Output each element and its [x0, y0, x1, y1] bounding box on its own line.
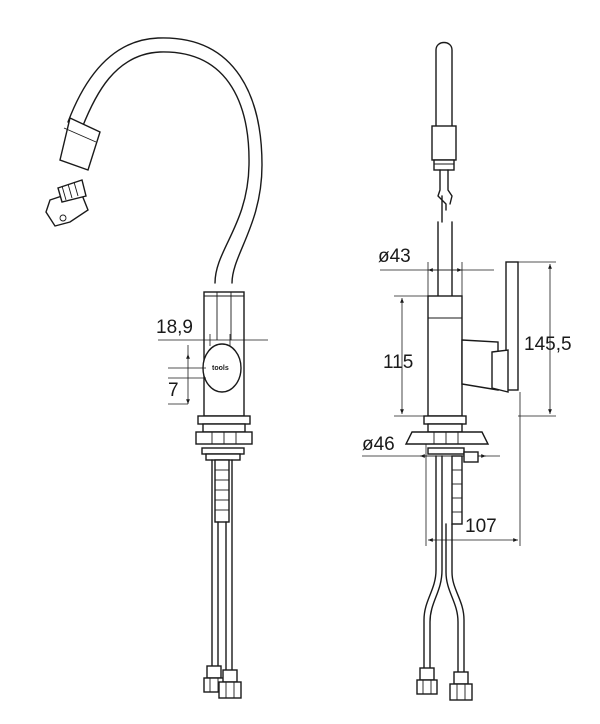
- supply-hose-side-1: [423, 455, 437, 677]
- base-plate-front: [197, 415, 251, 425]
- hose-connector-front-2: [218, 669, 242, 699]
- hose-connector-side-2: [449, 671, 473, 701]
- dim-lever-depth: 7: [168, 380, 179, 401]
- front-view: tools 18,9 7: [45, 37, 268, 699]
- aerator-part: [45, 179, 89, 227]
- hose-connector-side-1: [416, 667, 438, 695]
- spout-tube-top: [435, 41, 453, 129]
- base-plate-side: [423, 415, 467, 425]
- dim-base-diameter: ø46: [362, 434, 395, 455]
- dim-body-height: 115: [383, 352, 413, 373]
- brand-mark: tools: [212, 365, 229, 372]
- side-view: ø43 115 145,5 ø46: [362, 41, 572, 701]
- spray-head-side: [431, 125, 457, 161]
- spray-head: [59, 117, 101, 171]
- mounting-stud-front: [214, 459, 230, 523]
- gooseneck-hose: [81, 51, 250, 284]
- dim-total-height: 145,5: [524, 334, 572, 355]
- lever-handle-blade: [505, 261, 519, 391]
- mounting-stud-side: [451, 455, 463, 525]
- dim-spout-diameter: ø43: [378, 246, 411, 267]
- gooseneck-hose-inner: [67, 37, 263, 284]
- supply-hose-side-2: [445, 523, 459, 677]
- faucet-body-side: [427, 295, 463, 417]
- dim-lever-width: 18,9: [156, 317, 193, 338]
- dim-reach: 107: [465, 516, 497, 537]
